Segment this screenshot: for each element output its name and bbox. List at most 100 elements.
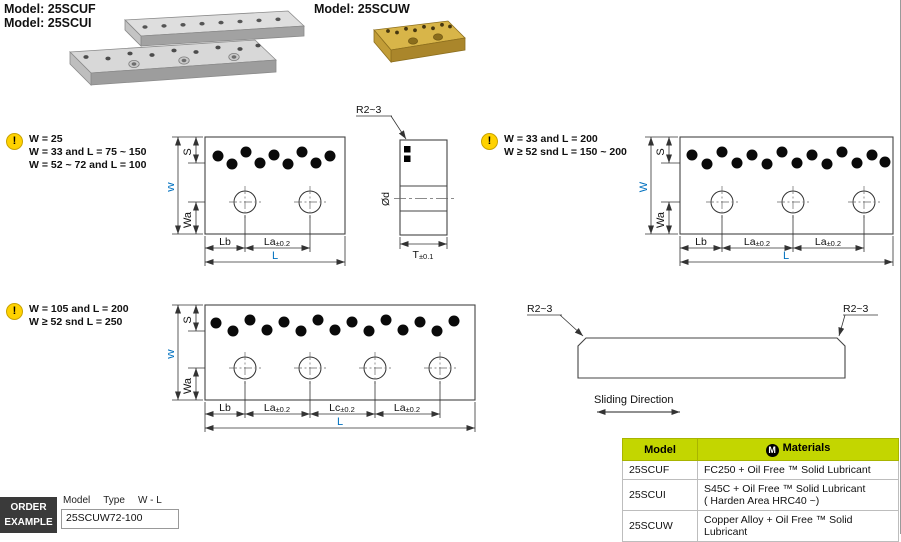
product-image-steel-plates	[69, 10, 305, 86]
dim-label-t: T±0.1	[413, 249, 434, 261]
materials-header-label: Materials	[782, 442, 831, 454]
note-2: ! W = 33 and L = 200 W ≥ 52 snd L = 150 …	[481, 133, 627, 159]
drawing-cross-section: R2~3 Ød T±0.1	[356, 104, 457, 261]
note-line: W = 52 ~ 72 and L = 100	[29, 159, 147, 171]
dim-label-d: Ød	[380, 192, 392, 206]
materials-header-model: Model	[622, 438, 698, 461]
material-text: FC250 + Oil Free ™ Solid Lubricant	[704, 464, 871, 476]
material-text: Copper Alloy + Oil Free ™ Solid Lubrican…	[704, 514, 853, 538]
order-example-line2: EXAMPLE	[4, 517, 53, 528]
plate-lower	[69, 39, 277, 86]
dim-label-lb: Lb	[219, 236, 231, 248]
section-outline	[399, 139, 448, 236]
dim-label-wa: Wa	[182, 211, 194, 228]
model-cell: 25SCUW	[622, 510, 698, 542]
plug-section-marks	[404, 146, 411, 162]
order-col-wl: W - L	[137, 495, 162, 506]
material-text-2: ( Harden Area HRC40 ~)	[704, 495, 820, 507]
dimension-lines	[175, 137, 345, 265]
drawing-top-view-2holes: S W Wa Lb La±0.2 L	[168, 136, 346, 266]
caution-icon: !	[6, 303, 23, 320]
note-line: W = 25	[29, 133, 63, 145]
order-col-type: Type	[103, 495, 125, 506]
order-example-line1: ORDER	[10, 502, 47, 513]
note-1: ! W = 25 W = 33 and L = 75 ~ 150 W = 52 …	[6, 133, 146, 172]
product-image-copper-plate	[373, 20, 466, 64]
model-title-25scui: Model: 25SCUI	[4, 16, 92, 30]
plate-lower-counterbores	[128, 53, 240, 69]
table-row: 25SCUI S45C + Oil Free ™ Solid Lubricant…	[622, 479, 899, 511]
dim-label-la: La±0.2	[264, 236, 290, 248]
dim-label-w: W	[168, 181, 177, 192]
radius-label-right: R2~3	[843, 303, 869, 315]
material-cell: FC250 + Oil Free ™ Solid Lubricant	[697, 460, 899, 480]
order-example-columns: Model Type W - L	[63, 495, 175, 506]
caution-icon: !	[481, 133, 498, 150]
material-text: S45C + Oil Free ™ Solid Lubricant	[704, 483, 866, 495]
dim-label-s: S	[655, 148, 667, 155]
table-row: 25SCUW Copper Alloy + Oil Free ™ Solid L…	[622, 510, 899, 542]
drawing-top-view-4holes: S W Wa Lb La±0.2 Lc±0.2 La±0.2 L	[168, 304, 476, 432]
lubricant-plug-dots	[210, 314, 460, 337]
note-line: W = 33 and L = 75 ~ 150	[29, 146, 147, 158]
plate-gold-plug-dots	[386, 22, 452, 35]
note-line: W ≥ 52 snd L = 150 ~ 200	[504, 146, 627, 158]
drawing-top-view-3holes: S W Wa Lb La±0.2 La±0.2 L	[638, 136, 894, 266]
dim-label-lb: Lb	[219, 402, 231, 414]
note-line: W = 33 and L = 200	[504, 133, 598, 145]
dim-label-lb: Lb	[695, 236, 707, 248]
plate-gold	[373, 20, 466, 64]
plate-lower-plug-dots	[83, 43, 261, 61]
lubricant-plug-dots	[686, 146, 891, 170]
order-col-model: Model	[63, 495, 91, 506]
model-cell: 25SCUF	[622, 460, 698, 480]
note-line: W = 105 and L = 200	[29, 303, 129, 315]
plate-upper-plug-dots	[142, 17, 281, 29]
hole-centerlines	[229, 352, 456, 384]
dim-label-l: L	[272, 250, 278, 262]
model-title-25scuw: Model: 25SCUW	[314, 2, 410, 16]
dim-label-la2: La±0.2	[815, 236, 841, 248]
dim-label-wa: Wa	[182, 377, 194, 394]
dim-label-la: La±0.2	[264, 402, 290, 414]
dim-label-l: L	[783, 250, 789, 262]
material-cell: S45C + Oil Free ™ Solid Lubricant( Harde…	[697, 479, 899, 511]
dim-label-l: L	[337, 416, 343, 428]
drawing-side-profile: R2~3 R2~3 Sliding Direction	[527, 303, 878, 415]
lubricant-plug-dots	[212, 146, 336, 170]
plate-gold-holes	[408, 33, 443, 45]
radius-leader	[390, 115, 407, 140]
model-cell: 25SCUI	[622, 479, 698, 511]
radius-leader-left	[559, 314, 584, 337]
model-title-25scuf: Model: 25SCUF	[4, 2, 96, 16]
dimension-lines	[648, 137, 893, 265]
material-cell: Copper Alloy + Oil Free ™ Solid Lubrican…	[697, 510, 899, 542]
profile-outline	[577, 337, 846, 379]
dim-label-w: W	[168, 348, 177, 359]
dim-label-s: S	[182, 148, 194, 155]
dim-label-wa: Wa	[655, 211, 667, 228]
dimension-lines	[175, 305, 475, 431]
dim-label-la: La±0.2	[744, 236, 770, 248]
radius-leader-right	[838, 314, 846, 337]
hole-wall-lines	[400, 185, 447, 212]
thickness-extension-lines	[399, 237, 448, 249]
hole-centerlines	[229, 186, 326, 218]
table-row: 25SCUF FC250 + Oil Free ™ Solid Lubrican…	[622, 460, 899, 480]
plate-upper	[124, 10, 305, 47]
note-3: ! W = 105 and L = 200 W ≥ 52 snd L = 250	[6, 303, 129, 329]
caution-icon: !	[6, 133, 23, 150]
radius-label-left: R2~3	[527, 303, 553, 315]
dim-label-lc: Lc±0.2	[329, 402, 355, 414]
sliding-direction-label: Sliding Direction	[594, 394, 673, 406]
radius-label: R2~3	[356, 104, 382, 116]
order-example-value: 25SCUW72-100	[61, 509, 179, 529]
m-circle-icon: M	[765, 444, 779, 457]
hole-centerlines	[706, 186, 880, 218]
dim-label-s: S	[182, 316, 194, 323]
order-example-badge: ORDER EXAMPLE	[0, 497, 57, 533]
dim-label-w: W	[638, 181, 650, 192]
